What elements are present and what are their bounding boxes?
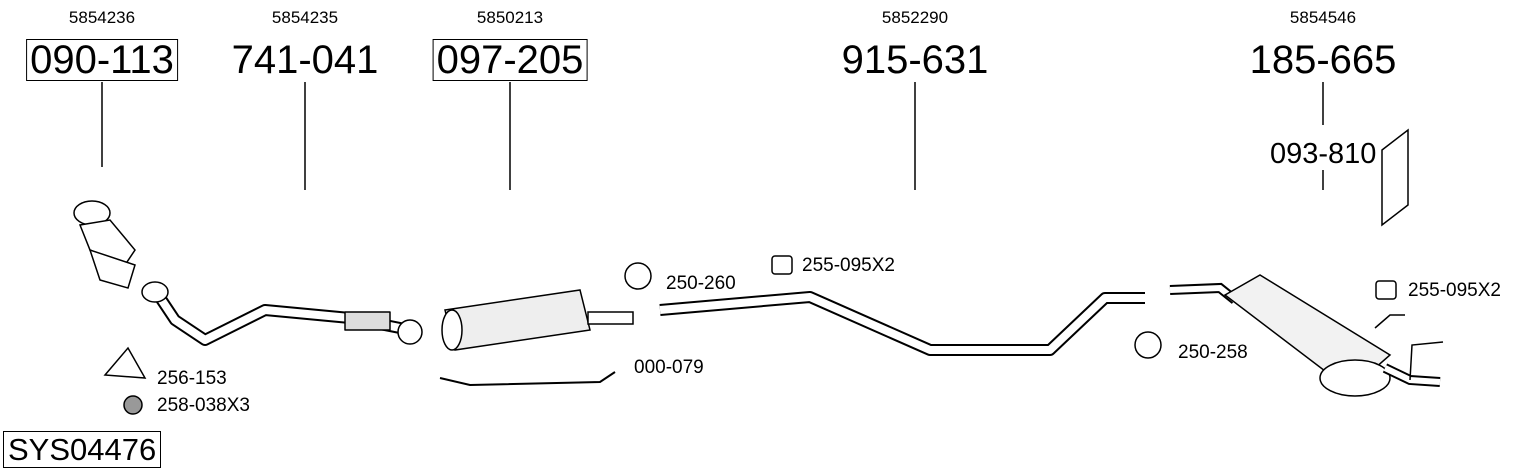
nut-label[interactable]: 258-038X3 [157,395,250,416]
nut-icon [123,395,143,415]
rubber-mount-label[interactable]: 255-095X2 [802,255,895,276]
catalytic-converter [73,200,136,289]
clamp-icon-rear [1134,331,1162,359]
clamp-rear-label[interactable]: 250-258 [1178,342,1248,363]
rear-muffler [1169,274,1444,397]
part-number-link[interactable]: 097-205 [432,39,588,81]
part-number-link[interactable]: 741-041 [231,38,379,82]
oem-number: 5854235 [271,8,339,27]
oem-number: 5854546 [1289,8,1357,27]
rubber-mount-icon [771,255,793,275]
oem-number: 5850213 [476,8,544,27]
sensor-pipe-label[interactable]: 000-079 [634,357,704,378]
clamp-icon [624,262,652,290]
part-number-link[interactable]: 090-113 [26,39,178,81]
system-id: SYS04476 [3,431,162,468]
mounting-kit-box-icon [1381,128,1409,227]
middle-pipe [659,291,1145,356]
gasket-icon [103,346,147,379]
front-pipe [141,281,423,346]
part-number-link[interactable]: 185-665 [1249,38,1397,82]
rubber-mount-icon-rear [1375,280,1397,300]
particulate-filter [439,289,634,387]
mounting-kit-number[interactable]: 093-810 [1270,138,1377,170]
part-number-link[interactable]: 915-631 [841,38,989,82]
rubber-mount-rear-label[interactable]: 255-095X2 [1408,280,1501,301]
oem-number: 5852290 [881,8,949,27]
oem-number: 5854236 [68,8,136,27]
clamp-label[interactable]: 250-260 [666,273,736,294]
gasket-label[interactable]: 256-153 [157,368,227,389]
